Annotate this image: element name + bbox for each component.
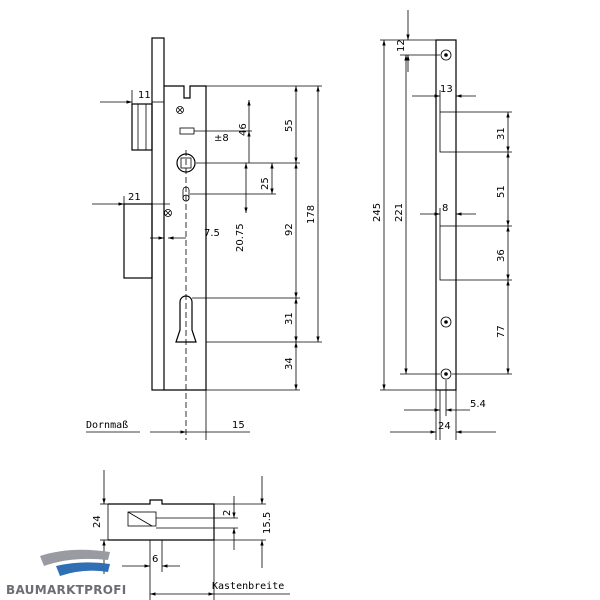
dim-36: 36: [496, 249, 507, 262]
dim-15-5: 15.5: [262, 512, 273, 534]
dim-pm8: ±8: [214, 133, 229, 144]
dim-5-4: 5.4: [470, 399, 486, 410]
latch-bolt: [131, 103, 153, 151]
dim-34: 34: [284, 357, 295, 370]
screw-top: [440, 49, 452, 61]
front-view: 11 ±8 21 7.5 15 Dornmaß 46 55 25 178 20.…: [86, 37, 322, 440]
dead-bolt: [123, 203, 153, 279]
dim-77: 77: [496, 325, 507, 338]
lock-case: [164, 85, 207, 391]
dim-21: 21: [128, 192, 141, 203]
dim-25: 25: [260, 177, 271, 190]
bolt-opening: [439, 225, 457, 281]
dim-13: 13: [440, 84, 453, 95]
watermark-text: BAUMARKTPROFI: [6, 583, 127, 597]
screw-cross-top: [176, 106, 184, 114]
dim-46: 46: [238, 123, 249, 136]
case-section: [108, 499, 215, 541]
dim-92: 92: [284, 223, 295, 236]
logo-swoosh-icon: [40, 549, 110, 566]
section-view: 6 Kastenbreite 24 2 15.5: [92, 470, 290, 600]
screw-cross-mid: [164, 209, 172, 217]
dim-6: 6: [152, 554, 158, 565]
dim-51: 51: [496, 185, 507, 198]
screw-middle: [440, 316, 452, 328]
forend-section: [127, 511, 157, 527]
dim-11: 11: [138, 90, 151, 101]
dim-24-plate: 24: [438, 421, 451, 432]
dim-15: 15: [232, 420, 245, 431]
dim-8: 8: [442, 203, 448, 214]
dim-31-body: 31: [284, 312, 295, 325]
dim-2: 2: [222, 510, 233, 516]
cylinder-cutout: [175, 295, 197, 343]
caption-dornmass: Dornmaß: [86, 420, 128, 431]
dim-31-plate: 31: [496, 127, 507, 140]
dim-24-side: 24: [92, 515, 103, 528]
faceplate: [151, 37, 165, 391]
dim-12: 12: [396, 39, 407, 52]
dim-55: 55: [284, 119, 295, 132]
plate-view: 13 8 5.4 24 12 245 221 31 51 36 77: [372, 10, 512, 440]
dim-178: 178: [306, 205, 317, 224]
dim-7-5: 7.5: [204, 228, 220, 239]
dim-20-75: 20.75: [235, 223, 246, 252]
screw-bottom: [440, 368, 452, 380]
latch-opening: [439, 111, 457, 153]
dim-245: 245: [372, 203, 383, 222]
dim-221: 221: [394, 203, 405, 222]
watermark-logo: BAUMARKTPROFI: [6, 549, 127, 597]
caption-kastenbreite: Kastenbreite: [212, 581, 284, 592]
indicator-slot: [179, 127, 195, 135]
